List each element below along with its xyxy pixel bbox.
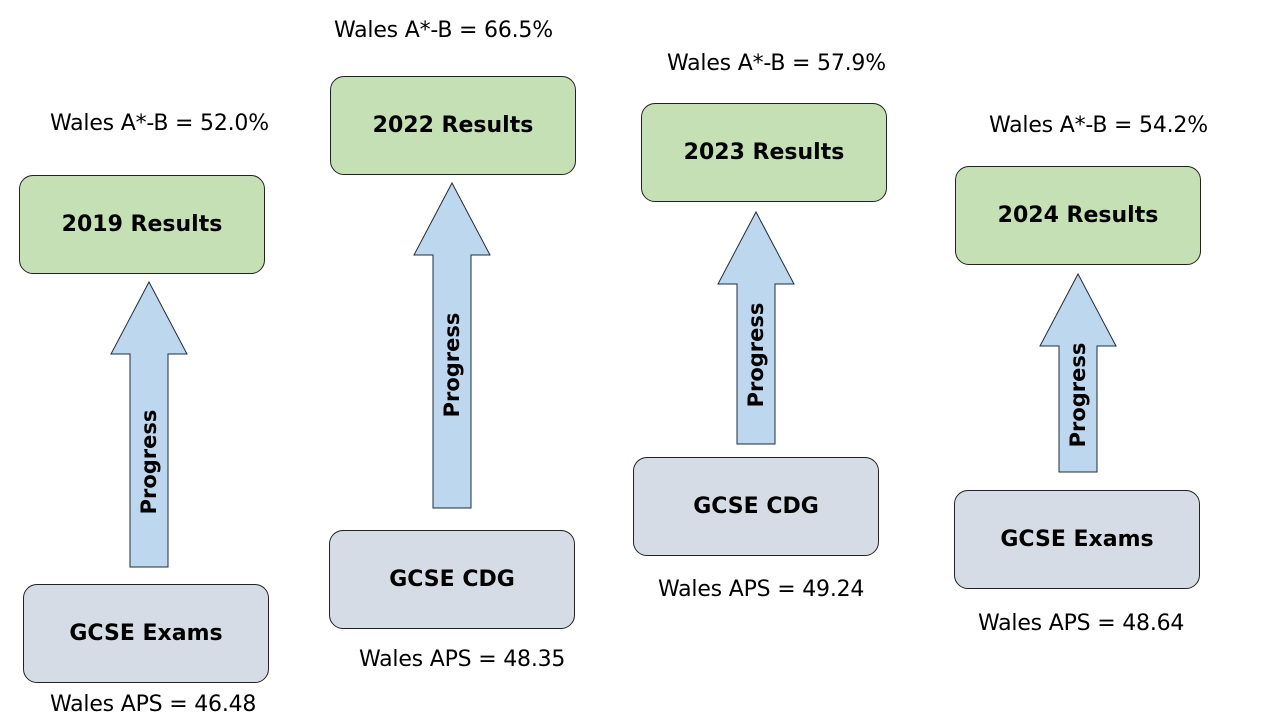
wales-aps-label-2019: Wales APS = 46.48: [50, 692, 257, 717]
progress-arrow-2023: Progress: [717, 210, 795, 445]
wales-ab-label-2019: Wales A*-B = 52.0%: [50, 111, 269, 136]
wales-ab-label-2022: Wales A*-B = 66.5%: [334, 18, 553, 43]
wales-aps-label-2023: Wales APS = 49.24: [658, 577, 865, 602]
source-box-2022: GCSE CDG: [329, 530, 575, 629]
wales-ab-label-2024: Wales A*-B = 54.2%: [989, 113, 1208, 138]
progress-arrow-label: Progress: [1066, 343, 1090, 448]
progress-arrow-2024: Progress: [1039, 272, 1117, 473]
progress-arrow-label: Progress: [744, 303, 768, 408]
results-box-2022: 2022 Results: [330, 76, 576, 175]
source-box-2019: GCSE Exams: [23, 584, 269, 683]
source-box-2023: GCSE CDG: [633, 457, 879, 556]
wales-aps-label-2024: Wales APS = 48.64: [978, 611, 1185, 636]
results-box-2019: 2019 Results: [19, 175, 265, 274]
wales-ab-label-2023: Wales A*-B = 57.9%: [667, 51, 886, 76]
results-box-2024: 2024 Results: [955, 166, 1201, 265]
results-box-2023: 2023 Results: [641, 103, 887, 202]
source-box-2024: GCSE Exams: [954, 490, 1200, 589]
progress-arrow-label: Progress: [440, 313, 464, 418]
progress-arrow-2019: Progress: [110, 280, 188, 568]
progress-arrow-label: Progress: [137, 410, 161, 515]
wales-aps-label-2022: Wales APS = 48.35: [359, 647, 566, 672]
progress-arrow-2022: Progress: [413, 181, 491, 509]
